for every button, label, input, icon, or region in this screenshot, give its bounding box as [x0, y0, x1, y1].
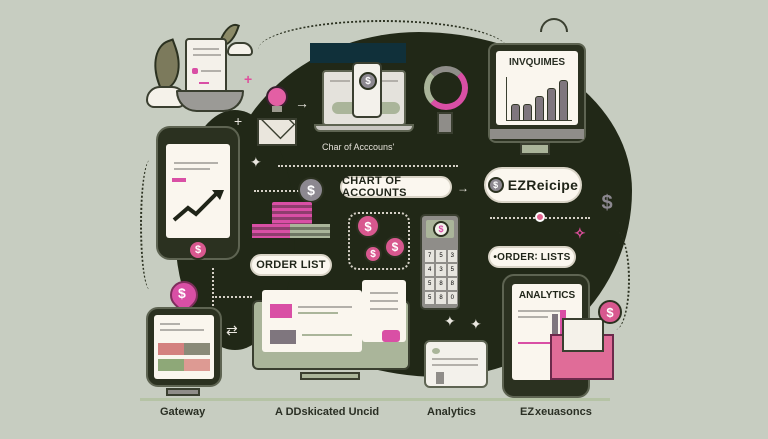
- cloud-icon: [540, 18, 568, 32]
- lightbulb-base: [272, 106, 282, 112]
- double-arrow-icon: ⇄: [226, 322, 238, 338]
- gateway-kiosk: [146, 307, 222, 387]
- sparkle-icon: +: [234, 113, 243, 129]
- envelope-icon: [257, 118, 297, 146]
- pie-chart-icon: [424, 66, 468, 110]
- pink-plus-icon: +: [244, 71, 253, 87]
- dollar-coin-icon: $: [188, 240, 208, 260]
- dotted-connector: [212, 268, 214, 306]
- pink-sparkle-icon: ✧: [574, 225, 586, 241]
- pink-node-icon: [535, 212, 545, 222]
- tablet-left: $: [156, 126, 240, 260]
- calc-key[interactable]: 0: [447, 292, 457, 304]
- label-dedicated: A DDskicated Uncid: [275, 406, 380, 418]
- analytics-card: [424, 340, 488, 388]
- calc-key[interactable]: 5: [425, 278, 435, 290]
- dotted-connector: [254, 190, 302, 192]
- dollar-coin-icon: $: [433, 221, 449, 237]
- lightbulb-icon: [266, 86, 288, 108]
- dollar-coin-icon: $: [298, 177, 324, 203]
- document-icon: [185, 38, 227, 94]
- banner-block: [310, 43, 406, 63]
- calc-key[interactable]: 4: [425, 264, 435, 276]
- arrow-right-icon: →: [457, 181, 469, 195]
- envelope-pink-icon: [550, 318, 614, 380]
- label-gateway: Gateway: [160, 406, 206, 418]
- plant-leaf-icon: [145, 38, 189, 92]
- card-stack-icon: [252, 224, 290, 238]
- bar-chart: [506, 77, 572, 121]
- dollar-coin-icon: $: [384, 236, 406, 258]
- dotted-connector: [212, 296, 252, 298]
- document-overlay: [362, 280, 406, 342]
- monitor-title: INVQUIMES: [508, 57, 566, 68]
- calc-key[interactable]: 8: [436, 278, 446, 290]
- desktop-stand: [300, 372, 360, 380]
- calculator-keypad: 7 5 3 4 3 5 5 8 8 5 8 0: [425, 250, 457, 304]
- ground-strip: [140, 398, 610, 401]
- label-ez: EZ xeuasoncs: [520, 406, 592, 418]
- pin-dollar: $: [178, 285, 186, 301]
- tablet-title: ANALYTICS: [518, 290, 576, 301]
- dollar-coin-icon: $: [356, 214, 380, 238]
- calc-key[interactable]: 7: [425, 250, 435, 262]
- order-list-pill[interactable]: ORDER LIST: [250, 254, 332, 276]
- dollar-coin-icon: $: [364, 245, 382, 263]
- laptop-caption: Char of Acccouns': [322, 142, 395, 152]
- pie-chart-stand: [437, 112, 453, 134]
- sparkle-icon: ✦: [444, 313, 456, 329]
- dollar-coin-icon: $: [487, 177, 504, 193]
- dollar-coin-icon: $: [359, 72, 377, 90]
- chart-of-accounts-pill[interactable]: CHART OF ACCOUNTS: [340, 175, 452, 199]
- growth-arrow-icon: [172, 190, 224, 222]
- sparkle-icon: ✦: [250, 154, 262, 170]
- dotted-arc-right: [600, 230, 630, 330]
- card-stack-icon: [290, 224, 330, 238]
- kiosk-stand: [166, 388, 200, 396]
- order-lists-pill[interactable]: •ORDER∶ LISTS: [488, 246, 576, 268]
- dollar-sign-icon: $: [601, 191, 613, 214]
- calc-key[interactable]: 3: [436, 264, 446, 276]
- dotted-arc-top: [258, 20, 508, 80]
- dotted-frame: [348, 212, 410, 270]
- ezreicipe-pill[interactable]: $ EZReicipe: [484, 167, 582, 203]
- monitor-stand: [520, 143, 550, 155]
- arrow-right-icon: →: [295, 95, 309, 111]
- label-analytics: Analytics: [427, 406, 476, 418]
- bowl-icon: [176, 90, 244, 112]
- calculator-icon: $ 7 5 3 4 3 5 5 8 8 5 8 0: [420, 214, 460, 310]
- calc-key[interactable]: 3: [447, 250, 457, 262]
- laptop-base: [314, 124, 414, 132]
- cloud-small-icon: [227, 42, 253, 56]
- calc-key[interactable]: 8: [436, 292, 446, 304]
- desktop-monitor: [252, 280, 410, 370]
- monitor-icon: INVQUIMES: [488, 43, 586, 143]
- calc-key[interactable]: 8: [447, 278, 457, 290]
- dotted-connector: [278, 165, 458, 167]
- ezreicipe-label: EZReicipe: [507, 177, 579, 193]
- calc-key[interactable]: 5: [447, 264, 457, 276]
- calc-key[interactable]: 5: [425, 292, 435, 304]
- phone-icon: $: [352, 62, 382, 118]
- calc-key[interactable]: 5: [436, 250, 446, 262]
- sparkle-icon: ✦: [470, 316, 482, 332]
- dotted-arc-left: [140, 160, 160, 290]
- dollar-coin-icon: $: [598, 300, 622, 324]
